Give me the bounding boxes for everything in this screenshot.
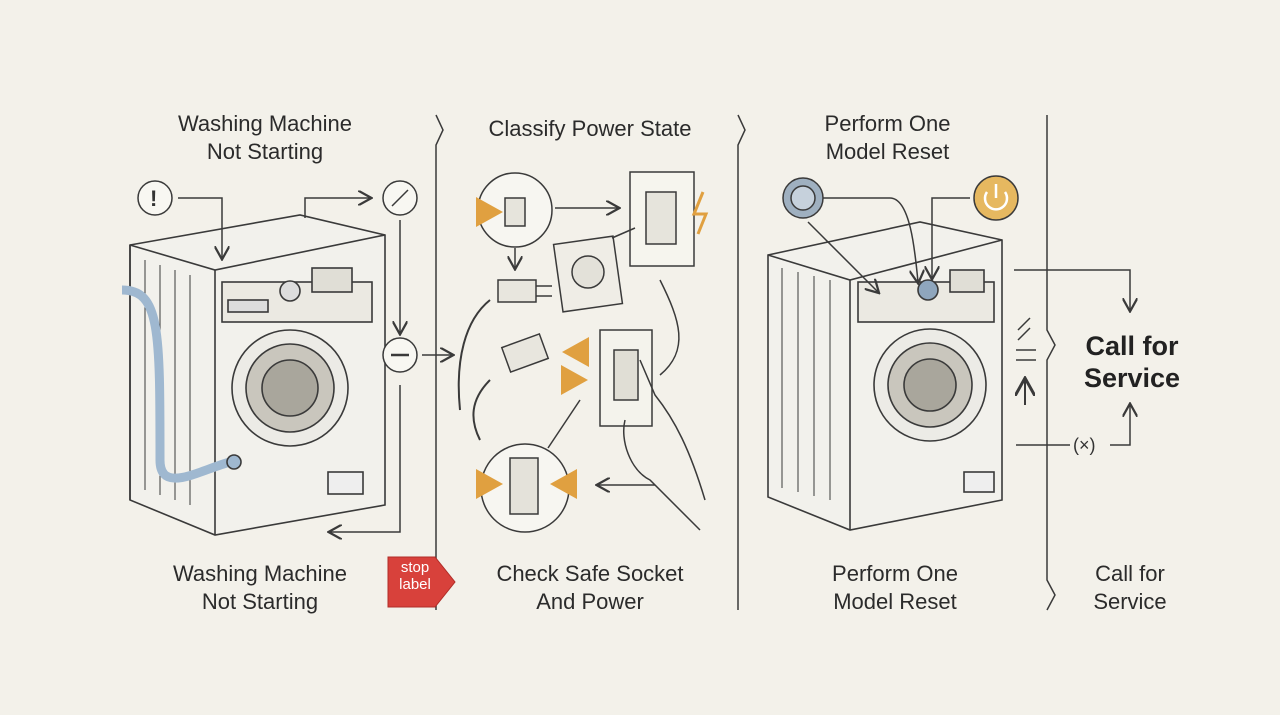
stop-tag-label: stop label: [399, 559, 431, 593]
step1-connectors: [137, 180, 452, 532]
step2-title-bottom: Check Safe Socket And Power: [496, 561, 684, 614]
stop-tag-shape: [387, 556, 456, 608]
step3-connectors: [782, 175, 1130, 446]
step2-illustration: [457, 171, 709, 533]
step3-title-top: Perform One Model Reset: [824, 111, 951, 164]
x-marker: (×): [1073, 435, 1096, 455]
alert-icon: [137, 180, 173, 216]
step4-title-main: Call for Service: [1083, 331, 1181, 393]
hand-icon: [623, 419, 701, 531]
step4-title-bottom: Call for Service: [1093, 561, 1167, 614]
stop-tag: stop label: [386, 553, 456, 611]
step1-title-bottom: Washing Machine Not Starting: [172, 561, 348, 614]
svg-text:!: !: [150, 186, 157, 211]
step2-title-top: Classify Power State: [488, 116, 692, 141]
washer-right: [767, 221, 1003, 531]
washer-left: [121, 214, 386, 536]
step1-title-top: Washing Machine Not Starting: [177, 111, 353, 164]
dividers: [435, 114, 1056, 611]
step3-title-bottom: Perform One Model Reset: [832, 561, 958, 614]
